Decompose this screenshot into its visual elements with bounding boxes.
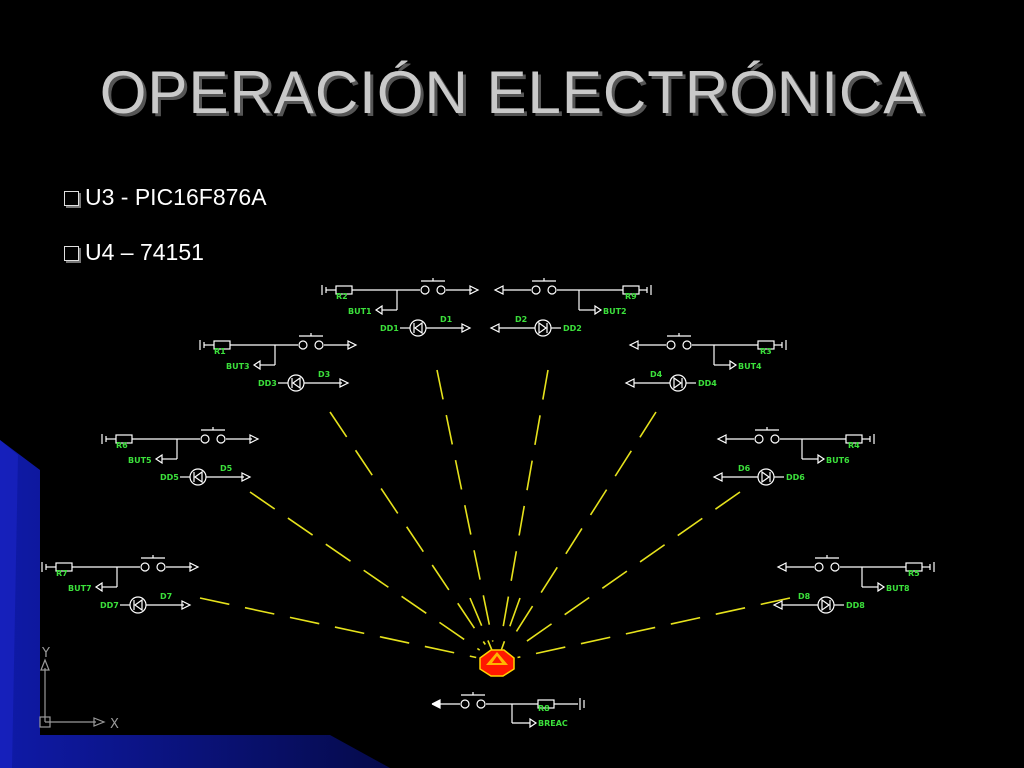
driver-label: DD6 — [786, 473, 805, 482]
button-label: BUT4 — [738, 362, 762, 371]
resistor-label: R2 — [336, 292, 348, 301]
bullet-text: U3 - PIC16F876A — [85, 183, 267, 210]
resistor-label: R3 — [760, 347, 772, 356]
resistor-label: R9 — [625, 292, 637, 301]
resistor-label: R8 — [538, 704, 550, 713]
diode-label: D5 — [220, 464, 233, 473]
light-ray — [497, 597, 521, 658]
bullet-item: U4 – 74151 — [64, 237, 267, 267]
button-label: BUT6 — [826, 456, 850, 465]
light-ray — [199, 597, 477, 659]
light-ray — [329, 411, 486, 645]
resistor-label: R1 — [214, 347, 226, 356]
driver-label: DD7 — [100, 601, 119, 610]
driver-label: DD2 — [563, 324, 582, 333]
bullet-list: U3 - PIC16F876A U4 – 74151 — [64, 182, 267, 292]
resistor-label: R4 — [848, 441, 860, 450]
resistor-label: R5 — [908, 569, 920, 578]
diode-label: D7 — [160, 592, 172, 601]
button-label: BUT8 — [886, 584, 910, 593]
bullet-item: U3 - PIC16F876A — [64, 182, 267, 212]
light-rays — [199, 369, 791, 659]
bullet-text: U4 – 74151 — [85, 238, 204, 265]
light-ray — [499, 369, 549, 642]
resistor-label: R7 — [56, 569, 68, 578]
light-ray — [249, 491, 481, 651]
diode-label: D3 — [318, 370, 330, 379]
driver-label: DD8 — [846, 601, 865, 610]
driver-label: DD5 — [160, 473, 179, 482]
y-axis-label: Y — [41, 646, 50, 661]
checkbox-bullet-icon — [64, 190, 79, 206]
checkbox-bullet-icon — [64, 245, 79, 261]
diode-label: D2 — [515, 315, 527, 324]
shell-lamp-icon — [479, 649, 515, 677]
button-label: BUT1 — [348, 307, 372, 316]
light-ray — [469, 597, 496, 658]
button-label: BUT7 — [68, 584, 92, 593]
breaker-module — [431, 692, 585, 729]
driver-label: DD1 — [380, 324, 399, 333]
button-label: BUT3 — [226, 362, 250, 371]
driver-label: DD3 — [258, 379, 277, 388]
diode-label: D4 — [650, 370, 663, 379]
diode-label: D8 — [798, 592, 811, 601]
light-ray — [436, 369, 494, 642]
light-ray — [517, 597, 791, 659]
slide-title: OPERACIÓN ELECTRÓNICA — [99, 59, 925, 126]
button-label: BREAC — [538, 719, 568, 728]
button-label: BUT2 — [603, 307, 627, 316]
light-ray — [513, 491, 741, 651]
light-ray — [507, 411, 657, 645]
driver-label: DD4 — [698, 379, 717, 388]
x-axis-label: X — [110, 717, 119, 732]
button-label: BUT5 — [128, 456, 152, 465]
ucs-axis-icon — [39, 658, 106, 728]
diode-label: D6 — [738, 464, 751, 473]
resistor-label: R6 — [116, 441, 128, 450]
diode-label: D1 — [440, 315, 453, 324]
